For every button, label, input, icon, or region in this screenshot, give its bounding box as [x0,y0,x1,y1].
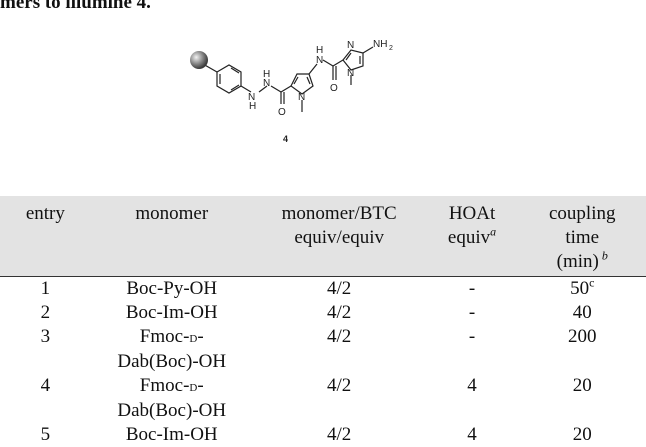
cell-time: 40 [572,302,592,323]
header-time-line1: coupling [548,203,616,224]
time-value: 50 [570,278,590,299]
h-label-1: H [249,101,256,112]
monomer-prefix: Fmoc- [139,375,190,396]
monomer-stereo: d [189,378,198,395]
oxygen-label-1: O [278,107,286,118]
results-table: entry monomer monomer/BTC equiv/equiv HO… [0,196,646,447]
header-hoat-line2: equiv [447,227,491,248]
monomer-dash: - [197,375,204,396]
cell-time: 20 [572,424,592,445]
cell-hoat: - [468,278,476,299]
cell-hoat: 4 [467,375,477,396]
header-time: coupling time (min) b [518,196,646,277]
resin-bead-icon [190,51,208,69]
header-time-footnote: b [601,248,608,263]
nh-label-1: N [248,92,255,103]
table-row: 3 Fmoc-d- Dab(Boc)-OH 4/2 - 200 [0,325,646,374]
table-header-row: entry monomer monomer/BTC equiv/equiv HO… [0,196,646,277]
cell-ratio: 4/2 [327,326,352,347]
nh-label-3: N [316,55,323,66]
cell-time: 50c [518,277,646,302]
cell-ratio: 4/2 [327,278,352,299]
nh-label-2: N [263,78,270,89]
cell-ratio: 4/2 [327,302,352,323]
cell-entry: 2 [40,302,51,323]
compound-4-structure: N H N H O N N H O N N NH 2 4 [190,39,393,144]
header-monomer: monomer [90,196,253,277]
monomer-dash: - [197,326,204,347]
cell-time: 20 [572,375,592,396]
monomer-prefix: Fmoc- [139,326,190,347]
imidazole-n-label-1: N [347,40,354,51]
cell-ratio: 4/2 [327,424,352,445]
cell-monomer: Boc-Im-OH [125,424,218,445]
oxygen-label-2: O [330,83,338,94]
header-entry: entry [0,196,91,277]
table-row: 5 Boc-Im-OH 4/2 4 20 [0,423,646,447]
cell-entry: 4 [40,375,51,396]
monomer-stereo: d [189,329,198,346]
cell-monomer: Boc-Im-OH [125,302,218,323]
intro-text: mers to illumine 4. [0,0,151,13]
monomer-suffix: Dab(Boc)-OH [117,400,227,421]
chemical-structure-figure: N H N H O N N H O N N NH 2 4 [185,20,485,170]
header-ratio: monomer/BTC equiv/equiv [252,196,426,277]
pyrrole-n-label: N [298,92,305,103]
table-row: 4 Fmoc-d- Dab(Boc)-OH 4/2 4 20 [0,374,646,423]
header-hoat: HOAt equiva [425,196,519,277]
cell-hoat: 4 [467,424,477,445]
cell-monomer: Fmoc-d- Dab(Boc)-OH [91,325,253,374]
h-label-2: H [263,69,270,80]
header-ratio-line2: equiv/equiv [294,227,385,248]
cell-ratio: 4/2 [327,375,352,396]
header-time-line2: time [565,227,600,248]
header-monomer-label: monomer [135,203,209,224]
header-hoat-footnote: a [490,224,497,239]
nh2-subscript: 2 [389,45,393,52]
h-label-3: H [316,45,323,56]
imidazole-n-label-2: N [347,68,354,79]
header-entry-label: entry [25,203,65,224]
header-ratio-line1: monomer/BTC [281,203,397,224]
cell-monomer: Fmoc-d- Dab(Boc)-OH [91,374,253,423]
monomer-suffix: Dab(Boc)-OH [117,351,227,372]
compound-number: 4 [283,134,288,144]
nh2-label: NH [373,39,387,50]
coupling-table: entry monomer monomer/BTC equiv/equiv HO… [0,196,646,447]
header-hoat-line1: HOAt [448,203,496,224]
cell-entry: 1 [40,278,51,299]
header-time-line3: (min) [556,251,599,272]
cell-monomer: Boc-Py-OH [126,278,218,299]
time-footnote: c [589,275,595,290]
cell-entry: 5 [40,424,51,445]
table-row: 2 Boc-Im-OH 4/2 - 40 [0,301,646,325]
table-row: 1 Boc-Py-OH 4/2 - 50c [0,277,646,302]
cell-time: 200 [567,326,597,347]
cell-hoat: - [468,326,476,347]
cell-hoat: - [468,302,476,323]
cell-entry: 3 [40,326,51,347]
